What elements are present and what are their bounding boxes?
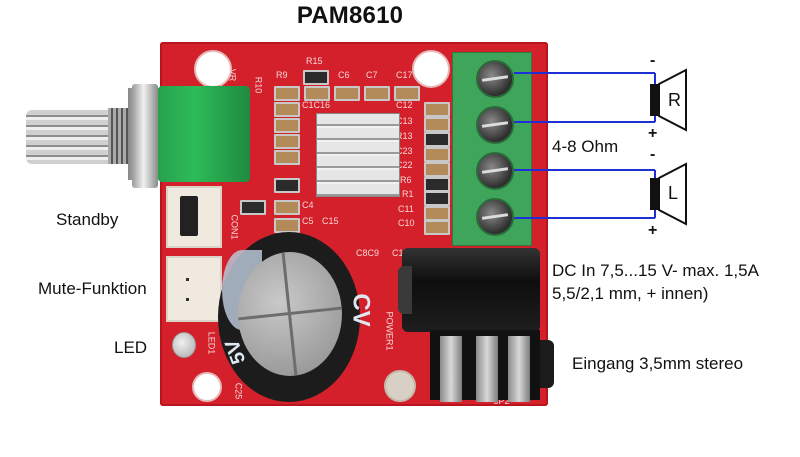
smd-component bbox=[424, 220, 450, 235]
mute-pin bbox=[186, 298, 189, 301]
dc-jack-opening bbox=[398, 266, 412, 314]
speaker-left-label: L bbox=[668, 183, 679, 203]
silk-c7: C7 bbox=[366, 70, 378, 80]
mute-pin bbox=[186, 278, 189, 281]
speaker-right-label: R bbox=[668, 90, 681, 110]
wire-r-plus bbox=[514, 115, 656, 123]
led-label: LED bbox=[114, 338, 148, 357]
smd-component bbox=[304, 86, 330, 101]
dc-in-label-line2: 5,5/2,1 mm, + innen) bbox=[552, 284, 709, 303]
mute-label: Mute-Funktion bbox=[38, 279, 147, 298]
audio-jack-pin bbox=[440, 336, 462, 402]
smd-component bbox=[424, 132, 450, 147]
title-text: PAM8610 bbox=[296, 2, 404, 29]
silk-r15: R15 bbox=[306, 56, 323, 66]
mounting-hole-top-right bbox=[412, 50, 450, 88]
audio-jack-plug-end bbox=[540, 340, 554, 388]
smd-component bbox=[364, 86, 390, 101]
silk-c11: C11 bbox=[398, 204, 414, 214]
silk-r1: R1 bbox=[402, 189, 414, 199]
amplifier-heatsink bbox=[316, 113, 400, 197]
smd-component bbox=[274, 200, 300, 215]
impedance-label: 4-8 Ohm bbox=[552, 137, 619, 156]
silk-r13: R13 bbox=[396, 131, 413, 141]
smd-component bbox=[274, 178, 300, 193]
silk-c8c9: C8C9 bbox=[356, 248, 380, 258]
silk-c23: C23 bbox=[396, 146, 413, 156]
silk-r6: R6 bbox=[400, 175, 412, 185]
speaker-left-minus: - bbox=[650, 146, 656, 163]
board-title: PAM8610 bbox=[0, 2, 800, 30]
silk-c4: C4 bbox=[302, 200, 314, 210]
speaker-right-plus: + bbox=[648, 125, 658, 142]
smd-component bbox=[274, 150, 300, 165]
silk-c10: C10 bbox=[398, 218, 415, 228]
silk-r9: R9 bbox=[276, 70, 288, 80]
smd-component bbox=[424, 162, 450, 177]
silk-c15: C15 bbox=[322, 216, 339, 226]
audio-jack-pin bbox=[476, 336, 498, 402]
terminal-screw-l-plus[interactable] bbox=[476, 198, 514, 236]
volume-knob-shaft[interactable] bbox=[26, 110, 112, 164]
smd-component bbox=[240, 200, 266, 215]
mounting-hole-bottom-left bbox=[192, 372, 222, 402]
wire-r-minus bbox=[514, 72, 656, 84]
standby-jumper[interactable] bbox=[180, 196, 198, 236]
terminal-screw-r-minus[interactable] bbox=[476, 60, 514, 98]
smd-component bbox=[424, 102, 450, 117]
smd-component bbox=[424, 147, 450, 162]
smd-component bbox=[394, 86, 420, 101]
audio-jack-pin bbox=[508, 336, 530, 402]
wire-l-minus bbox=[514, 169, 656, 178]
silk-c17: C17 bbox=[396, 70, 413, 80]
silk-c13: C13 bbox=[396, 116, 413, 126]
silk-c1c16: C1C16 bbox=[302, 100, 331, 110]
smd-component bbox=[274, 102, 300, 117]
speaker-right-icon bbox=[650, 68, 687, 132]
potentiometer-nut bbox=[132, 84, 158, 188]
dc-power-jack[interactable] bbox=[402, 248, 540, 332]
mounting-hole-bottom-right bbox=[384, 370, 416, 402]
smd-component bbox=[424, 117, 450, 132]
silk-c12: C12 bbox=[396, 100, 413, 110]
speaker-left-icon bbox=[650, 162, 687, 226]
silk-jp2: JP2 bbox=[494, 396, 510, 406]
wire-l-plus bbox=[514, 210, 656, 219]
dc-in-label-line1: DC In 7,5...15 V- max. 1,5A bbox=[552, 261, 759, 280]
smd-component bbox=[274, 118, 300, 133]
potentiometer-body bbox=[158, 86, 250, 182]
terminal-screw-l-minus[interactable] bbox=[476, 152, 514, 190]
smd-component bbox=[274, 86, 300, 101]
terminal-screw-r-plus[interactable] bbox=[476, 106, 514, 144]
status-led bbox=[172, 332, 196, 358]
silk-c14: C14 bbox=[392, 248, 409, 258]
silk-c6: C6 bbox=[338, 70, 350, 80]
smd-component bbox=[334, 86, 360, 101]
input-label: Eingang 3,5mm stereo bbox=[572, 354, 744, 373]
smd-resistor bbox=[303, 70, 329, 85]
speaker-left-plus: + bbox=[648, 222, 658, 239]
speaker-right-minus: - bbox=[650, 52, 656, 69]
silk-c5: C5 bbox=[302, 216, 314, 226]
smd-component bbox=[274, 134, 300, 149]
mute-connector[interactable] bbox=[166, 256, 222, 322]
standby-label: Standby bbox=[56, 210, 119, 229]
silk-c22: C22 bbox=[396, 160, 413, 170]
smd-component bbox=[424, 191, 450, 206]
